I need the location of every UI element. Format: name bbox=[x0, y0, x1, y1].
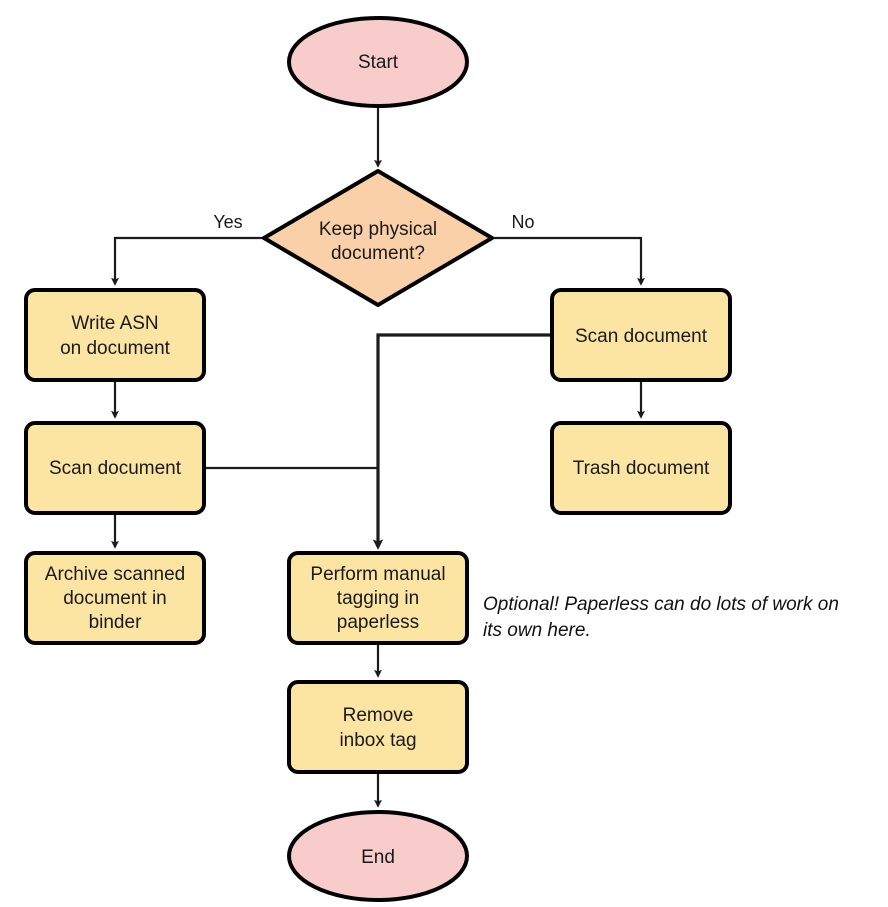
node-scan-left[interactable]: Scan document bbox=[24, 421, 206, 515]
write-asn-label-line1: Write ASN bbox=[71, 313, 158, 334]
end-label: End bbox=[361, 847, 395, 868]
node-end[interactable]: End bbox=[287, 810, 469, 902]
optional-note-line2: its own here. bbox=[483, 620, 591, 641]
trash-label: Trash document bbox=[573, 458, 710, 479]
trash-box[interactable] bbox=[550, 421, 732, 515]
scan-left-box[interactable] bbox=[24, 421, 206, 515]
node-scan-right[interactable]: Scan document bbox=[550, 288, 732, 382]
archive-label-line1: Archive scanned bbox=[45, 564, 185, 585]
decision-diamond[interactable] bbox=[262, 169, 494, 307]
start-ellipse[interactable] bbox=[287, 16, 469, 108]
edge-decision-no bbox=[492, 236, 645, 286]
archive-label-line3: binder bbox=[89, 612, 142, 633]
tagging-box[interactable] bbox=[287, 551, 469, 645]
archive-box[interactable] bbox=[24, 551, 206, 645]
edge-scan-right-to-tagging bbox=[372, 333, 552, 550]
decision-label-line1: Keep physical bbox=[319, 219, 437, 240]
decision-label-line2: document? bbox=[331, 243, 425, 264]
edge-decision-yes bbox=[111, 236, 264, 286]
write-asn-box[interactable] bbox=[24, 288, 206, 382]
remove-inbox-box[interactable] bbox=[287, 680, 469, 774]
node-remove-inbox[interactable]: Remove inbox tag bbox=[287, 680, 469, 774]
tagging-label-line1: Perform manual bbox=[310, 564, 445, 585]
scan-right-box[interactable] bbox=[550, 288, 732, 382]
node-write-asn[interactable]: Write ASN on document bbox=[24, 288, 206, 382]
optional-note-line1: Optional! Paperless can do lots of work … bbox=[483, 594, 839, 615]
connector-layer bbox=[111, 107, 645, 808]
edge-label-yes: Yes bbox=[213, 212, 242, 232]
remove-inbox-label-line1: Remove bbox=[343, 705, 414, 726]
tagging-label-line3: paperless bbox=[337, 612, 419, 633]
node-decision[interactable]: Keep physical document? bbox=[262, 169, 494, 307]
remove-inbox-label-line2: inbox tag bbox=[339, 730, 416, 751]
annotation-optional-note: Optional! Paperless can do lots of work … bbox=[483, 594, 839, 641]
node-trash[interactable]: Trash document bbox=[550, 421, 732, 515]
start-label: Start bbox=[358, 52, 399, 73]
tagging-label-line2: tagging in bbox=[337, 588, 419, 609]
archive-label-line2: document in bbox=[63, 588, 167, 609]
write-asn-label-line2: on document bbox=[60, 338, 171, 359]
node-start[interactable]: Start bbox=[287, 16, 469, 108]
node-archive[interactable]: Archive scanned document in binder bbox=[24, 551, 206, 645]
node-tagging[interactable]: Perform manual tagging in paperless bbox=[287, 551, 469, 645]
scan-right-label: Scan document bbox=[575, 326, 708, 347]
scan-left-label: Scan document bbox=[49, 458, 182, 479]
end-ellipse[interactable] bbox=[287, 810, 469, 902]
edge-label-no: No bbox=[511, 212, 534, 232]
